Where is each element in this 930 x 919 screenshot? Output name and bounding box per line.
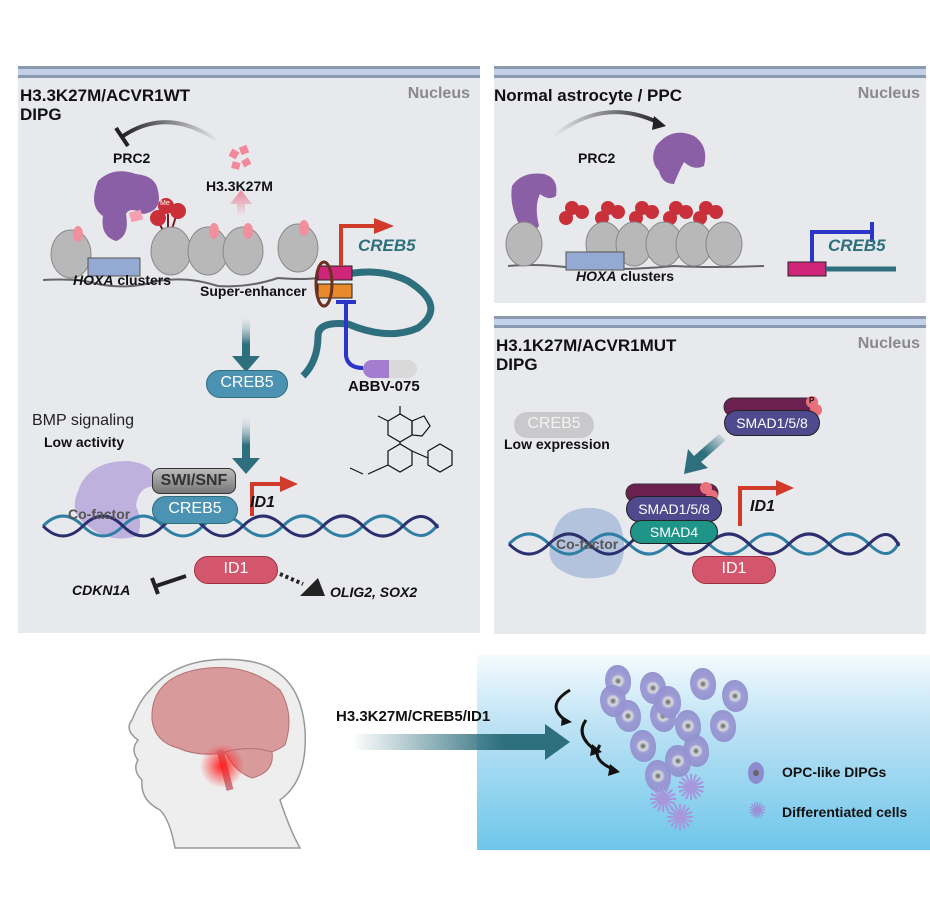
down-arrow-2 bbox=[232, 416, 260, 474]
transcription-arrow-id1 bbox=[738, 486, 779, 526]
panel-title: Normal astrocyte / PPC bbox=[494, 86, 683, 105]
cohesin-ring-icon bbox=[314, 260, 334, 308]
chromatin-strand bbox=[42, 276, 319, 288]
diagram-graphics bbox=[505, 110, 896, 277]
drug-inhibition-line bbox=[344, 302, 364, 370]
creb5-low-pill: CREB5 bbox=[514, 412, 594, 438]
olig2-activation-dashed bbox=[279, 572, 304, 586]
id1-protein-pill: ID1 bbox=[692, 556, 776, 584]
panel-title: H3.1K27M/ACVR1MUT DIPG bbox=[496, 336, 677, 374]
chromatin-strand bbox=[507, 264, 765, 270]
creb5-gene-label: CREB5 bbox=[828, 236, 886, 255]
low-expression-label: Low expression bbox=[504, 436, 610, 452]
nuclear-membrane bbox=[18, 66, 480, 78]
smad-translocation-arrow bbox=[684, 434, 726, 474]
h33k27m-label: H3.3K27M bbox=[206, 178, 273, 194]
nuclear-membrane bbox=[494, 316, 926, 328]
abbv-075-label: ABBV-075 bbox=[348, 378, 420, 395]
cdkn1a-label: CDKN1A bbox=[72, 582, 131, 598]
differentiated-cell: ✺ bbox=[665, 797, 696, 838]
prc2-label: PRC2 bbox=[578, 150, 616, 166]
pathway-label: H3.3K27M/CREB5/ID1 bbox=[336, 708, 491, 725]
methyl-group-row-icon bbox=[559, 201, 723, 225]
creb5-protein-pill: CREB5 bbox=[206, 370, 288, 398]
smad158-free-pill: SMAD1/5/8 bbox=[724, 410, 820, 436]
methyl-label: Me bbox=[160, 200, 170, 207]
smad4-pill: SMAD4 bbox=[630, 520, 718, 544]
hoxa-clusters-label: HOXA clusters bbox=[576, 268, 675, 284]
prc2-recruitment-arc bbox=[552, 110, 660, 138]
panel-h33k27m-dipg: H3.3K27M/ACVR1WT DIPG Nucleus bbox=[18, 66, 480, 633]
nuclear-membrane bbox=[494, 66, 926, 78]
hoxa-clusters-label: HOXA clusters bbox=[73, 272, 172, 288]
diagram-graphics bbox=[41, 120, 453, 596]
opc-cell bbox=[722, 680, 748, 712]
opc-cell bbox=[690, 668, 716, 700]
nucleus-label: Nucleus bbox=[857, 85, 920, 102]
olig2-sox2-label: OLIG2, SOX2 bbox=[330, 584, 418, 600]
opc-cell-nucleus bbox=[753, 770, 759, 776]
id1-gene-label: ID1 bbox=[750, 498, 775, 515]
prc2-label: PRC2 bbox=[113, 150, 151, 166]
prc2-complex-icon-2 bbox=[653, 132, 706, 184]
panel-normal-astrocyte: Normal astrocyte / PPC Nucleus PRC2 bbox=[494, 66, 926, 303]
drug-capsule-icon bbox=[363, 360, 417, 378]
super-enhancer-box bbox=[317, 283, 353, 299]
inhibition-bar bbox=[114, 126, 130, 148]
prc2-complex-icon bbox=[94, 171, 159, 241]
down-arrow-1 bbox=[232, 316, 260, 372]
differentiated-cell: ✺ bbox=[676, 767, 707, 808]
differentiated-cell-icon: ✺ bbox=[748, 798, 767, 823]
activation-arrowhead bbox=[300, 578, 325, 596]
opc-cell bbox=[710, 710, 736, 742]
panel-title: H3.3K27M/ACVR1WT DIPG bbox=[20, 86, 191, 124]
h33k27m-fragments-icon bbox=[228, 144, 252, 170]
super-enhancer-label: Super-enhancer bbox=[200, 283, 307, 299]
abbv-075-structure-icon bbox=[349, 406, 453, 475]
hoxa-cluster-box bbox=[565, 251, 625, 271]
nucleus-label: Nucleus bbox=[407, 85, 470, 102]
transcription-arrow-creb5 bbox=[339, 224, 378, 266]
bmp-signaling-label: BMP signaling bbox=[32, 412, 134, 429]
cdkn1a-inhibition-line bbox=[155, 574, 187, 588]
prc2-complex-icon bbox=[511, 173, 557, 232]
phospho-label: P bbox=[809, 396, 815, 405]
low-activity-label: Low activity bbox=[44, 434, 125, 450]
brain-icon bbox=[151, 667, 290, 756]
chromatin-loop bbox=[300, 268, 435, 379]
nucleosome-icon bbox=[50, 223, 319, 279]
creb5-bound-pill: CREB5 bbox=[152, 496, 238, 524]
nucleus-label: Nucleus bbox=[857, 335, 920, 352]
swi-snf-pill: SWI/SNF bbox=[152, 468, 236, 494]
opc-cell bbox=[630, 730, 656, 762]
differentiated-cell: ✺ bbox=[648, 779, 679, 820]
tumor-glow-icon bbox=[200, 744, 244, 788]
blocked-transcription-arrow bbox=[810, 230, 872, 262]
release-arrow-icon bbox=[230, 190, 252, 216]
smad158-bound-pill: SMAD1/5/8 bbox=[626, 496, 722, 522]
cofactor-label: Co-factor bbox=[68, 506, 131, 522]
opc-cell bbox=[655, 686, 681, 718]
creb5-gene-label: CREB5 bbox=[358, 236, 416, 255]
id1-protein-pill: ID1 bbox=[194, 556, 278, 584]
opc-cell bbox=[665, 745, 691, 777]
hoxa-cluster-box bbox=[87, 257, 141, 277]
opc-cell bbox=[600, 685, 626, 717]
transcription-arrow-id1 bbox=[250, 482, 283, 516]
panel-h31k27m-dipg: H3.1K27M/ACVR1MUT DIPG Nucleus CREB5 Low… bbox=[494, 316, 926, 634]
inhibition-arc bbox=[121, 120, 220, 143]
cofactor-label: Co-factor bbox=[556, 536, 619, 552]
progression-arrow bbox=[352, 724, 570, 760]
id1-gene-label: ID1 bbox=[250, 494, 275, 511]
